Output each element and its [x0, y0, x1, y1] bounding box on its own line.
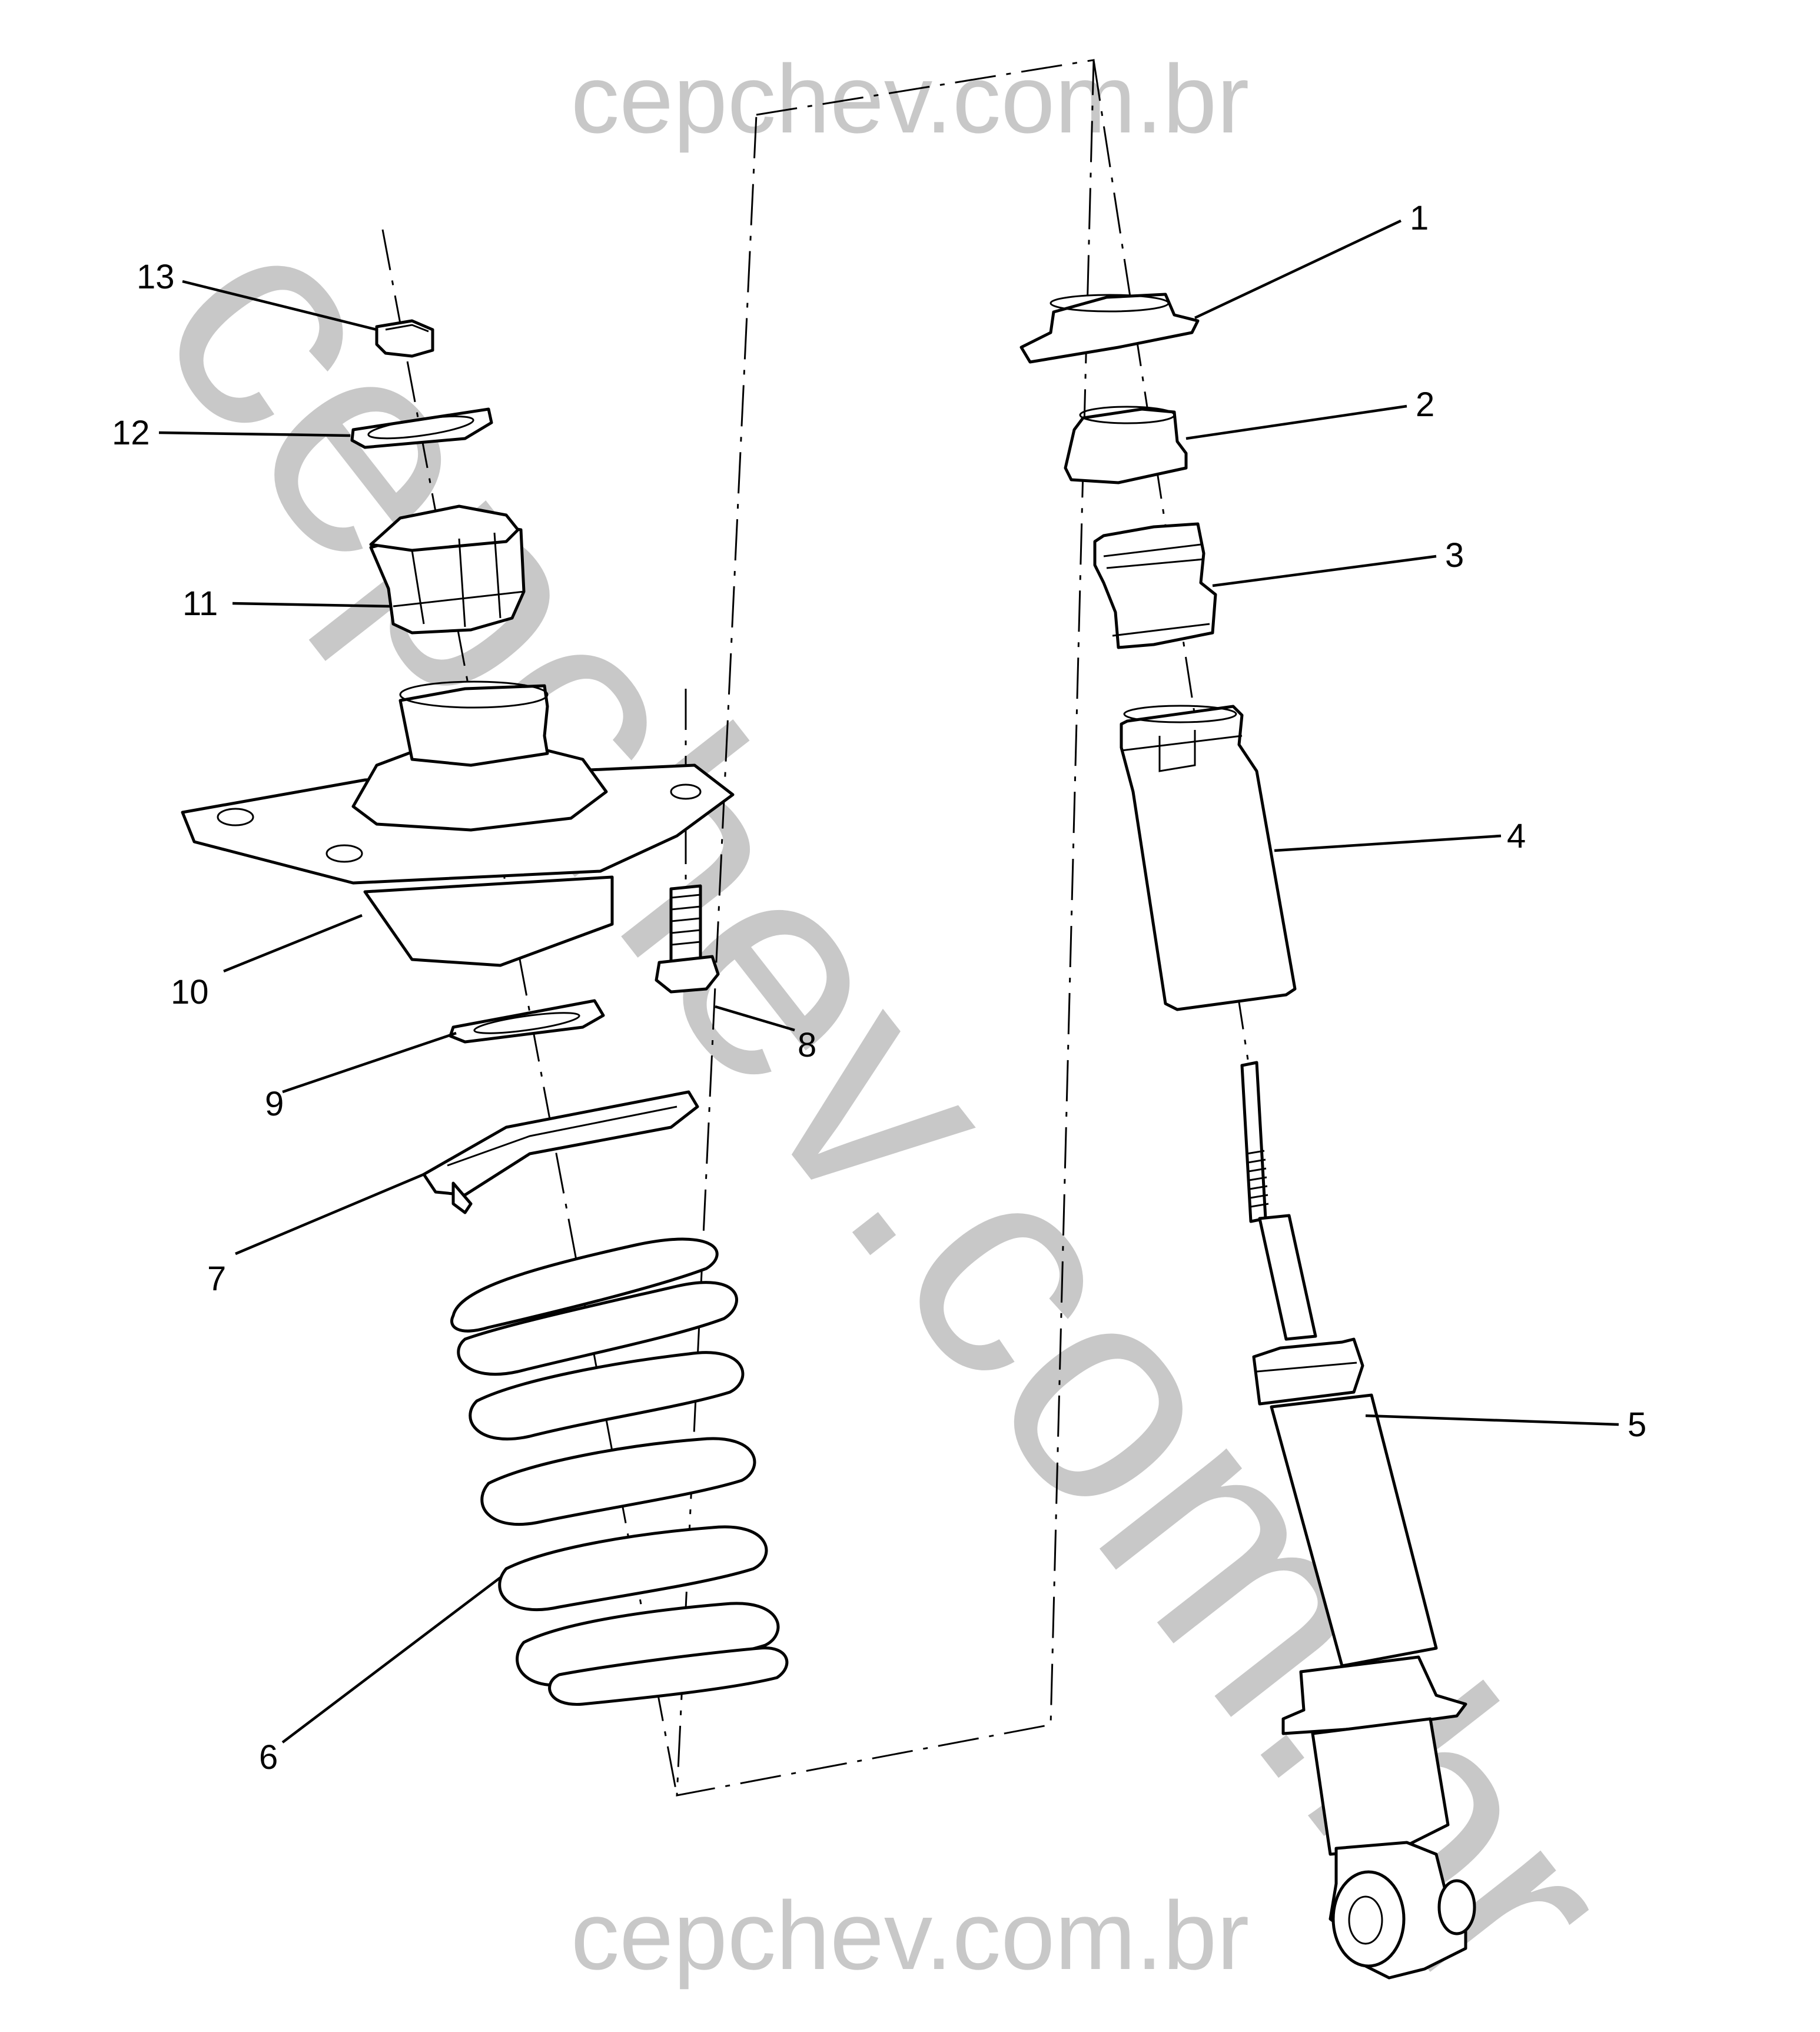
bolt-part-8	[655, 884, 720, 994]
watermark-diagonal: cepchev.com.br	[94, 160, 1681, 2032]
nut-part-13	[375, 319, 434, 358]
callout-10: 10	[171, 973, 209, 1011]
callout-12: 12	[112, 414, 150, 452]
bump-stop-part-3	[1093, 522, 1217, 649]
leader-lines	[158, 219, 1619, 1744]
callout-6: 6	[259, 1738, 278, 1777]
centerline-left	[381, 229, 678, 1796]
spring-seat-part-7	[422, 1090, 699, 1214]
shock-absorber-part-5	[1240, 1061, 1476, 1980]
upper-mount-part-10	[181, 680, 735, 967]
callout-5: 5	[1628, 1406, 1646, 1444]
callout-1: 1	[1410, 199, 1429, 237]
upper-washer-part-1	[1019, 293, 1200, 364]
coil-spring-part-6	[450, 1237, 789, 1706]
callout-13: 13	[137, 258, 175, 296]
insulator-part-11	[369, 504, 526, 635]
callout-3: 3	[1445, 536, 1464, 575]
washer-part-12	[350, 407, 493, 449]
bushing-part-2	[1064, 406, 1188, 484]
callout-4: 4	[1507, 817, 1526, 855]
callout-labels: 1 2 3 4 5 6 7 8 9 10 11 12 13	[112, 199, 1646, 1777]
callout-8: 8	[798, 1026, 816, 1064]
watermark-top: cepchev.com.br	[571, 45, 1249, 153]
bearing-part-9	[449, 999, 605, 1044]
dust-shield-part-4	[1120, 705, 1297, 1011]
callout-9: 9	[265, 1085, 284, 1123]
callout-7: 7	[207, 1260, 226, 1298]
callout-2: 2	[1416, 386, 1434, 424]
callout-11: 11	[182, 585, 218, 623]
assembly-boundary	[676, 59, 1095, 1797]
watermark-bottom: cepchev.com.br	[571, 1881, 1249, 1990]
